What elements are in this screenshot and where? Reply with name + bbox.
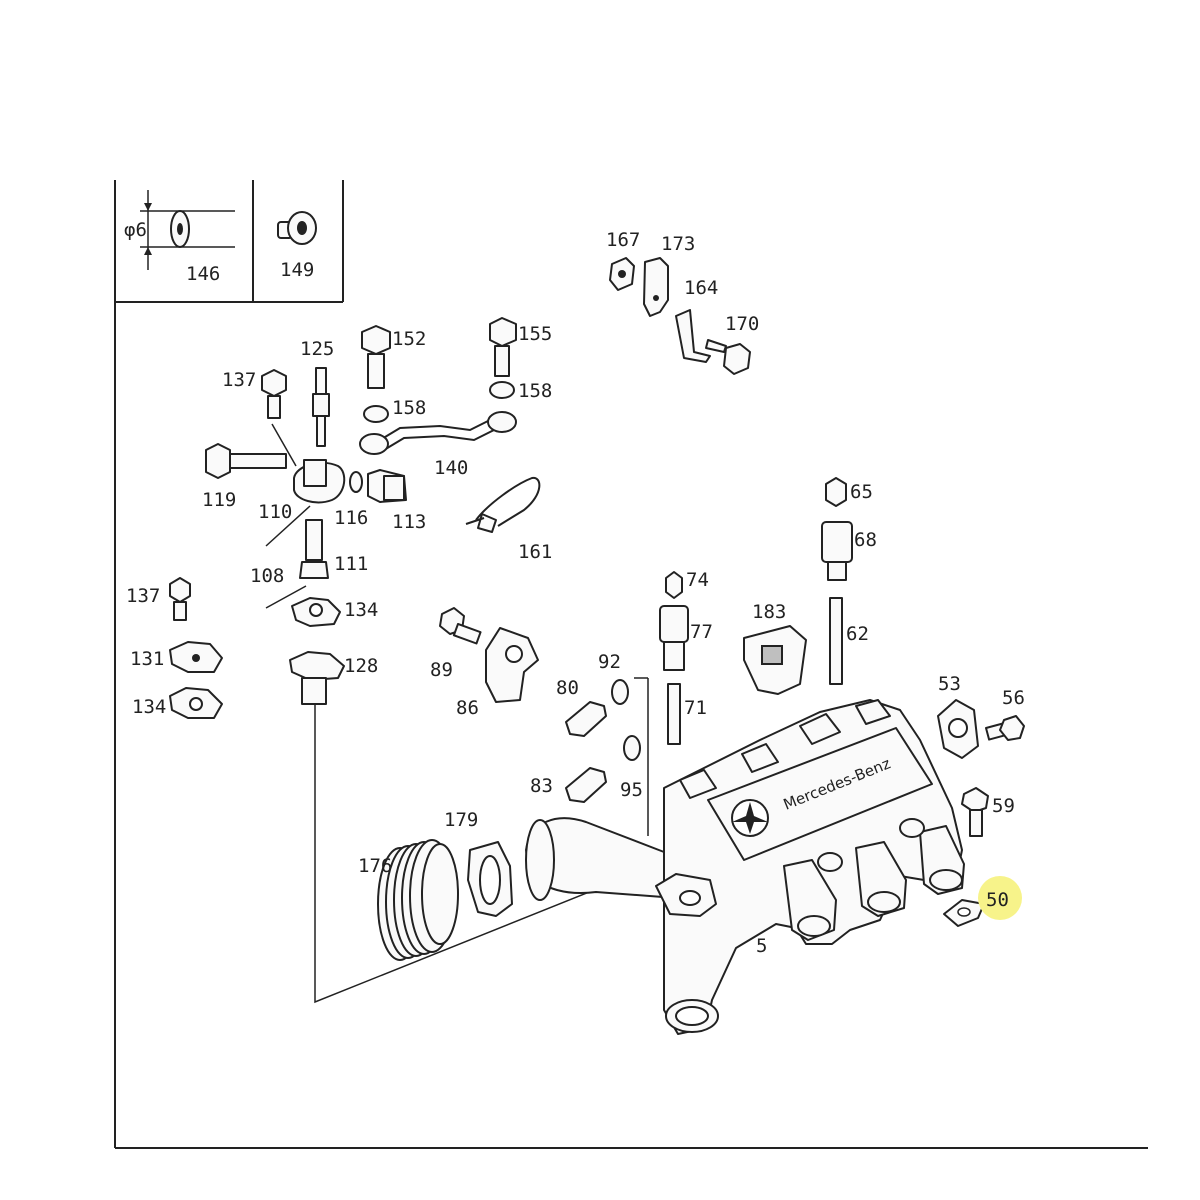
part-label-83: 83 <box>530 775 553 797</box>
tube-146-drawing <box>140 190 235 270</box>
part-label-111: 111 <box>334 553 368 575</box>
part-label-92: 92 <box>598 651 621 673</box>
right-parts-drawing <box>937 699 1025 927</box>
part-label-53: 53 <box>938 673 961 695</box>
inset-box: φ6 146 149 <box>115 180 344 303</box>
part-label-137-top: 137 <box>222 369 256 391</box>
part-label-167: 167 <box>606 229 640 251</box>
part-label-95: 95 <box>620 779 643 801</box>
sensor-group-drawing <box>439 477 853 836</box>
part-label-158-left: 158 <box>392 397 426 419</box>
part-label-116: 116 <box>334 507 368 529</box>
part-label-50: 50 <box>986 889 1009 911</box>
hose-drawing <box>377 839 513 961</box>
part-label-176: 176 <box>358 855 392 877</box>
part-label-134-upper: 134 <box>344 599 378 621</box>
part-label-62: 62 <box>846 623 869 645</box>
part-label-155: 155 <box>518 323 552 345</box>
part-label-125: 125 <box>300 338 334 360</box>
part-label-149: 149 <box>280 259 314 281</box>
part-label-71: 71 <box>684 697 707 719</box>
highlight-marker-50 <box>978 876 1022 920</box>
part-label-146: 146 <box>186 263 220 285</box>
part-label-108: 108 <box>250 565 284 587</box>
part-label-164: 164 <box>684 277 718 299</box>
part-label-68: 68 <box>854 529 877 551</box>
banjo-fitting-149-drawing <box>277 211 317 245</box>
part-label-183: 183 <box>752 601 786 623</box>
part-label-134-lower: 134 <box>132 696 166 718</box>
part-label-158-right: 158 <box>518 380 552 402</box>
dimension-label: φ6 <box>124 219 147 241</box>
part-label-89: 89 <box>430 659 453 681</box>
part-label-137-left: 137 <box>126 585 160 607</box>
part-label-74: 74 <box>686 569 709 591</box>
part-label-170: 170 <box>725 313 759 335</box>
diagram-frame <box>114 180 1148 1149</box>
glow-plug-area-drawing <box>205 317 541 579</box>
part-label-113: 113 <box>392 511 426 533</box>
part-label-128: 128 <box>344 655 378 677</box>
part-label-77: 77 <box>690 621 713 643</box>
flange-group-drawing <box>169 577 345 719</box>
part-label-140: 140 <box>434 457 468 479</box>
part-label-86: 86 <box>456 697 479 719</box>
intake-manifold-drawing: Mercedes-Benz <box>525 699 965 1035</box>
leader-line-128 <box>314 704 655 1004</box>
part-label-110: 110 <box>258 501 292 523</box>
part-label-119: 119 <box>202 489 236 511</box>
part-label-59: 59 <box>992 795 1015 817</box>
part-label-152: 152 <box>392 328 426 350</box>
part-label-56: 56 <box>1002 687 1025 709</box>
part-label-5: 5 <box>756 935 767 957</box>
part-label-161: 161 <box>518 541 552 563</box>
part-label-179: 179 <box>444 809 478 831</box>
part-label-65: 65 <box>850 481 873 503</box>
part-label-80: 80 <box>556 677 579 699</box>
part-label-131: 131 <box>130 648 164 670</box>
bracket-group-drawing <box>609 257 751 375</box>
part-label-173: 173 <box>661 233 695 255</box>
